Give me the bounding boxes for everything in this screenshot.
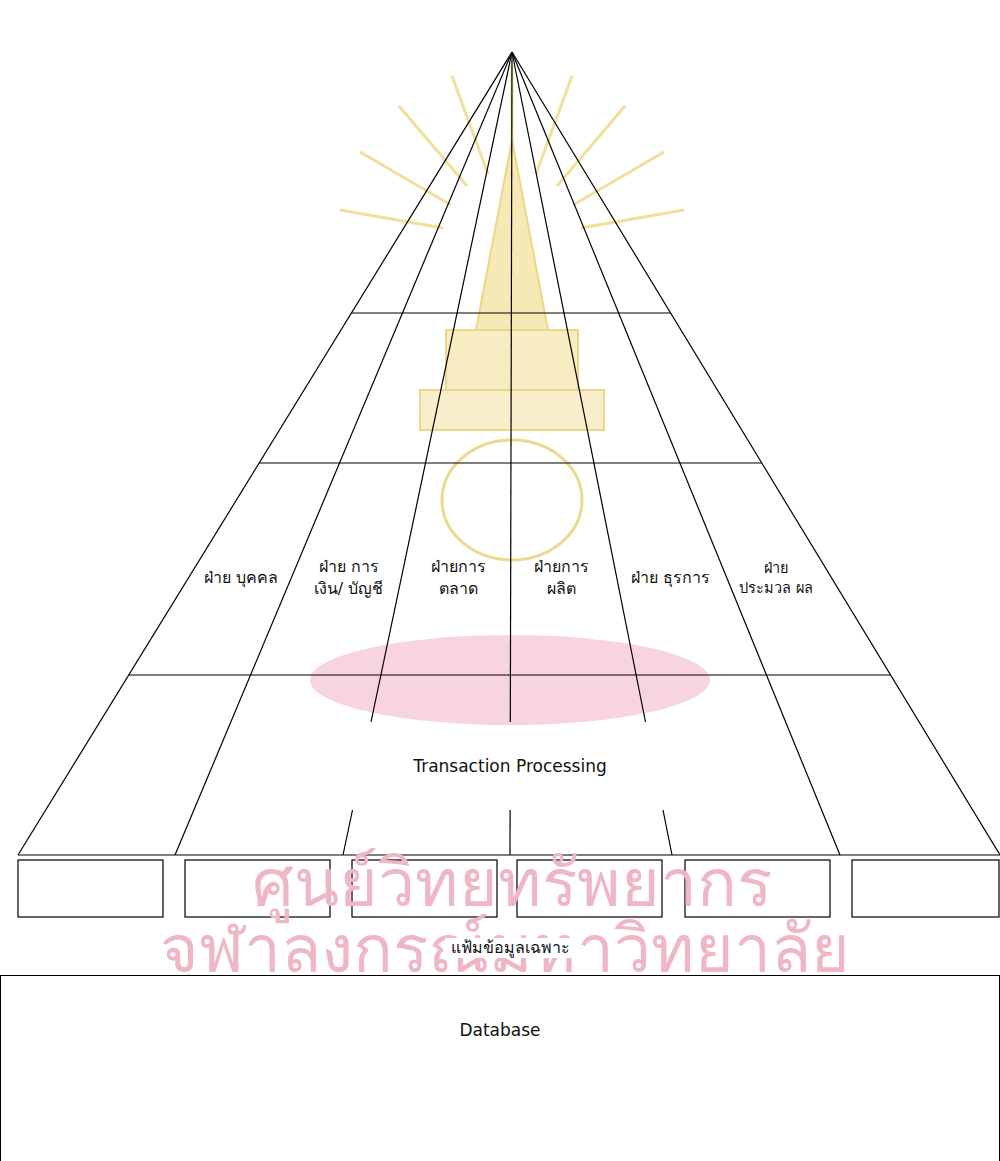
pyramid-divider xyxy=(175,52,512,855)
pyramid-level-line xyxy=(259,462,762,463)
pyramid-edge xyxy=(512,52,1000,855)
pyramid-divider xyxy=(512,52,840,855)
file-box xyxy=(852,860,999,917)
pyramid xyxy=(18,52,1000,855)
node-text: Database xyxy=(1,1020,999,1040)
department-cell: ฝ่ายการ ตลาด xyxy=(418,556,498,601)
emblem-ray xyxy=(581,210,684,228)
department-cell: ฝ่ายการ ผลิต xyxy=(522,556,602,601)
department-cell: ฝ่าย ประมวล ผล xyxy=(736,558,816,599)
department-cell: ฝ่าย บุคคล xyxy=(201,567,281,589)
file-label: แฟ้มข้อมูลเฉพาะ xyxy=(445,938,576,959)
emblem-ray xyxy=(573,152,664,205)
pyramid-edge xyxy=(18,52,512,855)
pyramid-divider xyxy=(512,52,646,722)
transaction-band: Transaction Processing xyxy=(409,754,610,778)
pyramid-divider xyxy=(371,52,512,722)
emblem-ray xyxy=(340,210,443,228)
node-text: ฝ่าย บุคคล xyxy=(201,567,281,589)
node-text: Transaction Processing xyxy=(413,756,606,776)
pyramid-level-line xyxy=(351,312,670,313)
emblem-ray xyxy=(452,76,488,174)
pyramid-divider xyxy=(510,52,512,722)
emblem-ring xyxy=(442,440,582,560)
pyramid-level-line xyxy=(129,674,891,675)
emblem-ray xyxy=(399,106,467,186)
node-text: ฝ่ายการ ผลิต xyxy=(522,556,602,601)
emblem-ray xyxy=(360,152,451,205)
database-box: Database xyxy=(0,975,1000,1161)
emblem-pedestal xyxy=(420,390,604,430)
node-text: ฝ่าย ธุรการ xyxy=(631,567,711,589)
department-cell: ฝ่าย ธุรการ xyxy=(631,567,711,589)
node-text: ฝ่าย ประมวล ผล xyxy=(736,558,816,599)
emblem-ray xyxy=(557,106,625,186)
file-box xyxy=(18,860,163,917)
node-text: ฝ่ายการ ตลาด xyxy=(418,556,498,601)
department-cell: ฝ่าย การเงิน/ บัญชี xyxy=(309,556,389,601)
node-text: ฝ่าย การเงิน/ บัญชี xyxy=(309,556,389,601)
emblem-base xyxy=(446,330,578,390)
